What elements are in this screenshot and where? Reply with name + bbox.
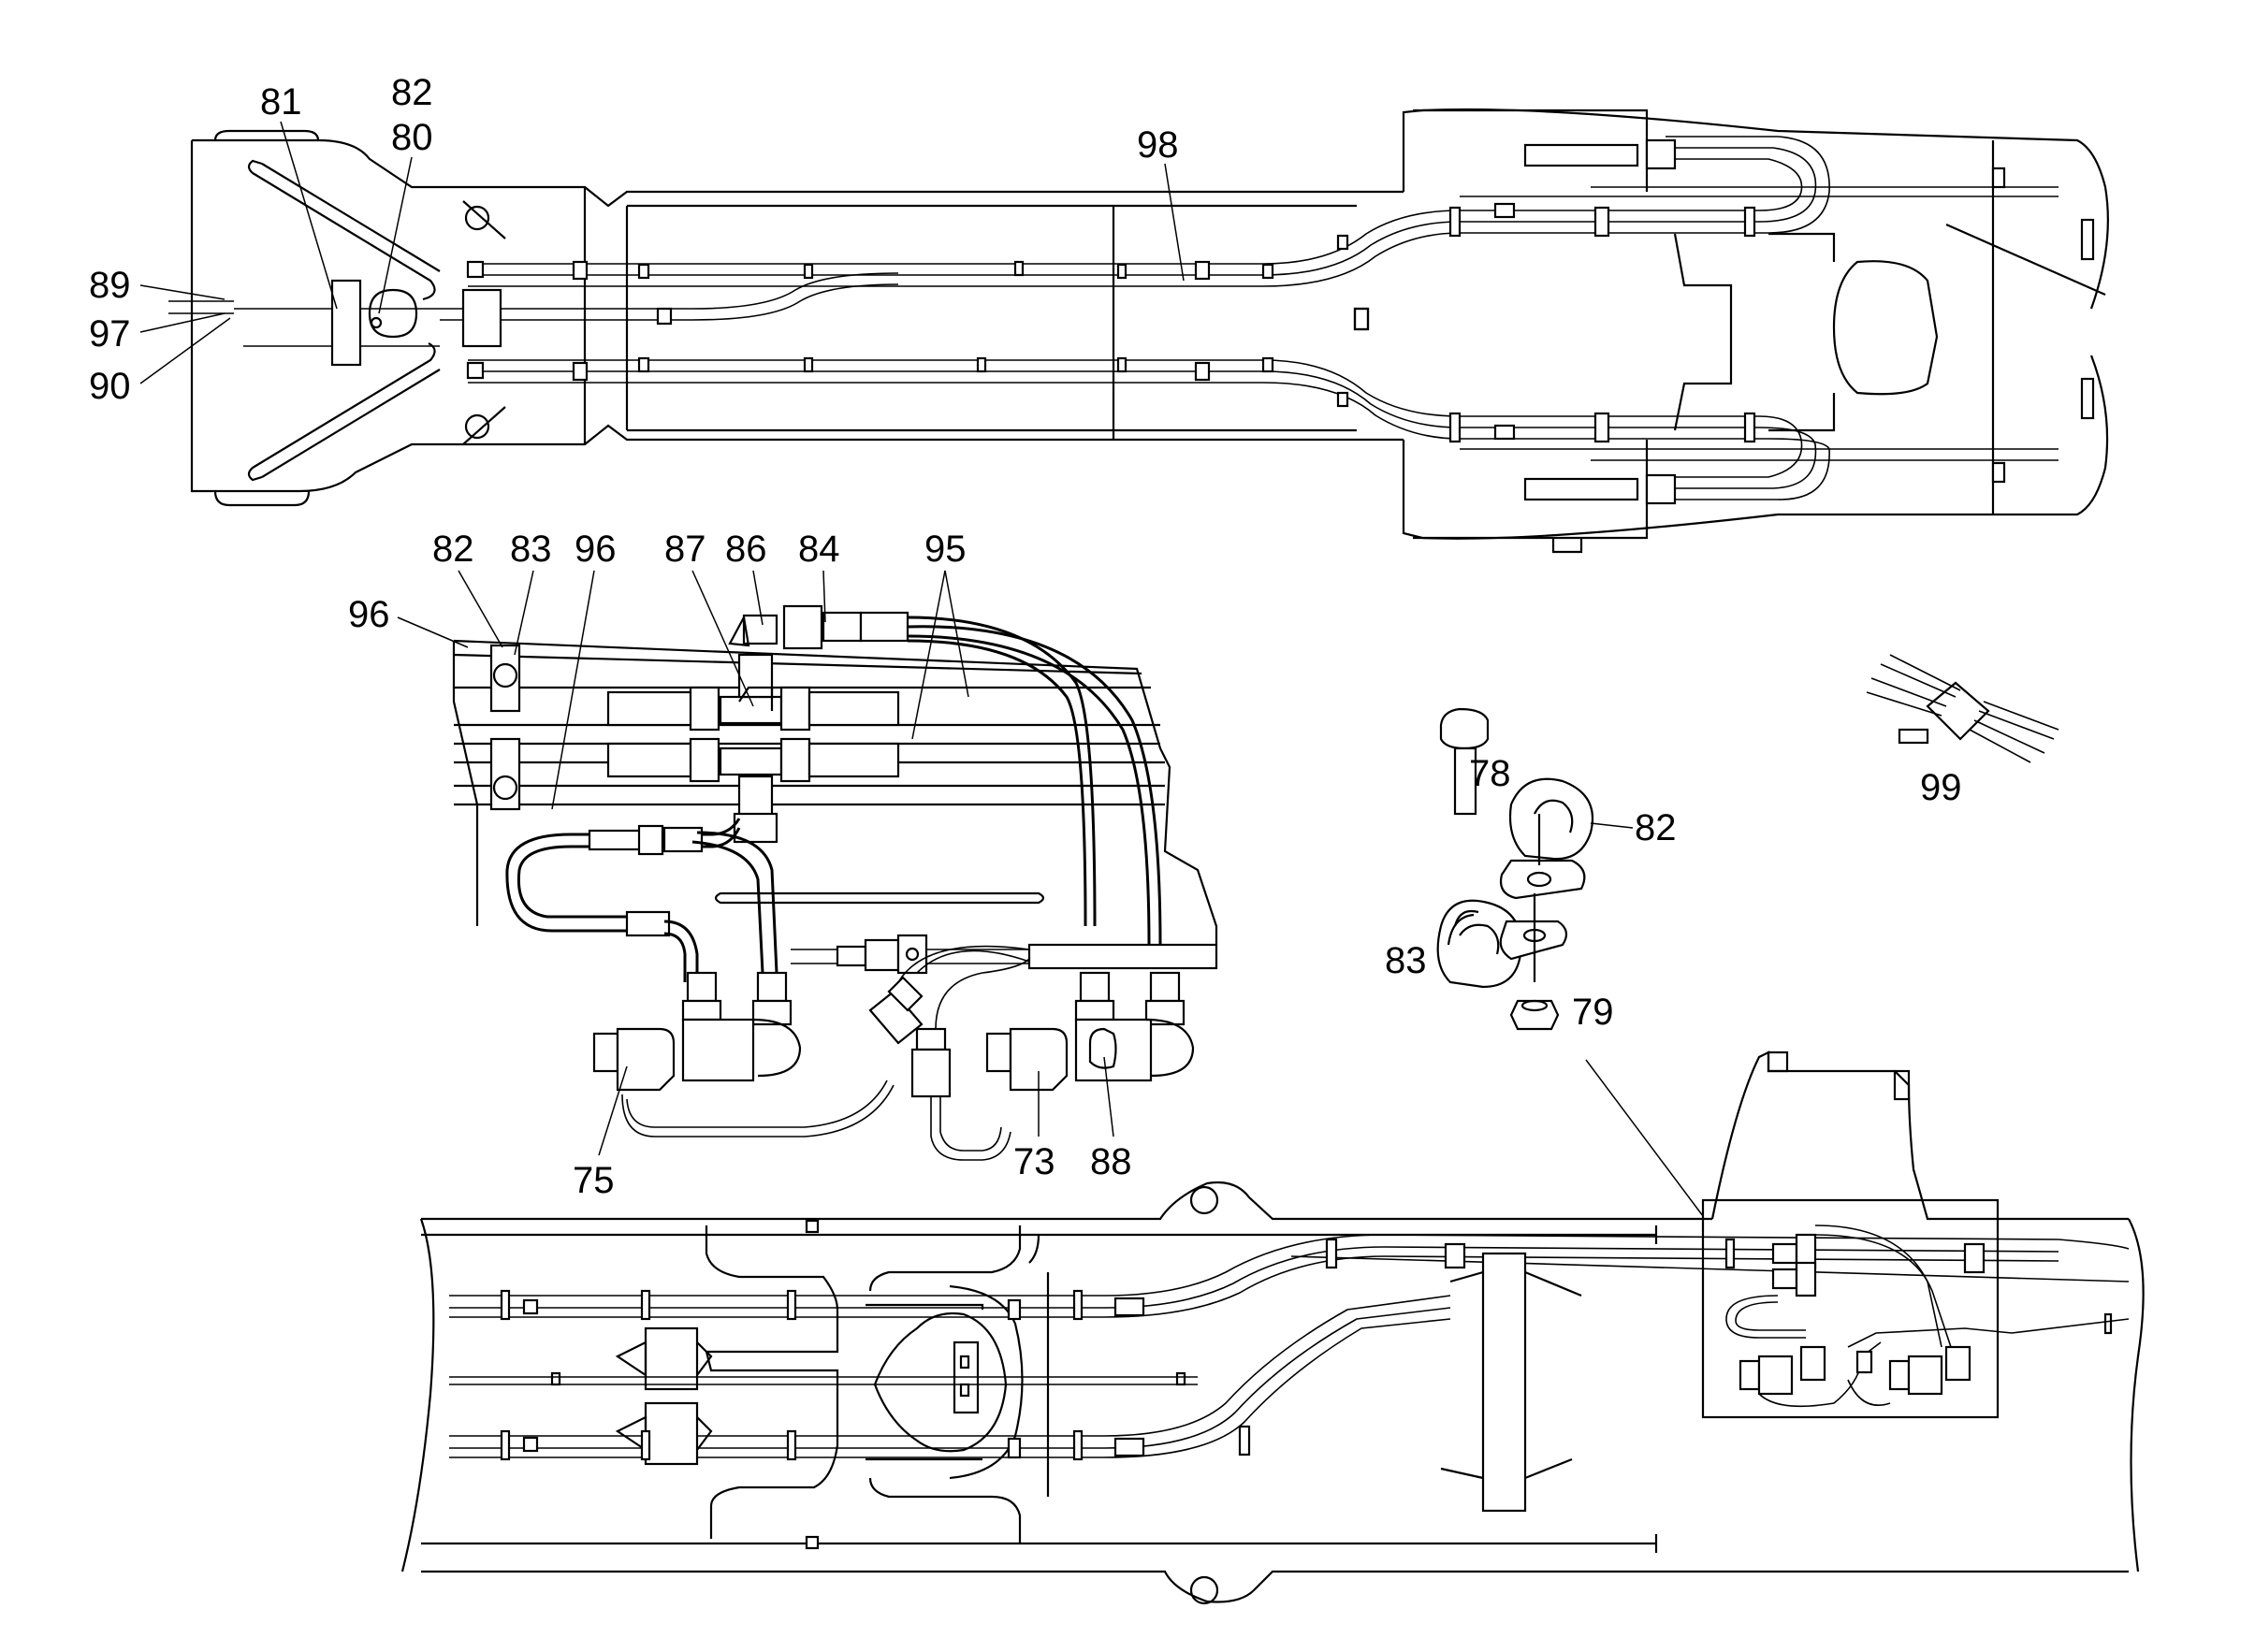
- callout-83-clamp: 83: [1385, 940, 1427, 981]
- callout-89: 89: [89, 265, 131, 306]
- callout-86: 86: [725, 529, 767, 570]
- callouts-detail: 82 83 96 96 87 86 84 95 75 73 88: [348, 529, 1132, 1201]
- callout-95: 95: [924, 529, 967, 570]
- connector-block-99: 99: [1866, 654, 2059, 808]
- callout-75: 75: [573, 1160, 615, 1201]
- callout-82: 82: [391, 72, 433, 113]
- callout-88: 88: [1090, 1141, 1132, 1182]
- callouts-clamp: 78 82 83 79: [1385, 753, 1677, 1033]
- callout-78: 78: [1469, 753, 1511, 794]
- callout-80: 80: [391, 117, 433, 158]
- callout-82-clamp: 82: [1635, 807, 1677, 848]
- callout-98: 98: [1137, 124, 1179, 166]
- callout-79: 79: [1572, 992, 1614, 1033]
- callout-73: 73: [1013, 1141, 1055, 1182]
- callouts-top-view: 81 82 80 89 97 90 98: [89, 72, 1185, 407]
- callout-83-detail: 83: [510, 529, 552, 570]
- callout-90: 90: [89, 366, 131, 407]
- chassis-hose-clamps: [500, 1219, 2113, 1550]
- callout-96-detail-b: 96: [348, 594, 390, 635]
- detail-valve-block: [452, 604, 1218, 1161]
- clamp-assembly: [1436, 707, 1594, 1031]
- detail-box-region: [1701, 1198, 2000, 1419]
- callout-84: 84: [798, 529, 840, 570]
- top-view-frame: [168, 108, 2109, 554]
- callout-99: 99: [1920, 767, 1962, 808]
- bottom-view-chassis: [400, 1051, 2145, 1605]
- callout-97: 97: [89, 313, 131, 355]
- hose-clamps: [466, 167, 2006, 484]
- callout-82-detail: 82: [432, 529, 474, 570]
- callout-81: 81: [260, 81, 302, 123]
- callout-96-detail-a: 96: [575, 529, 617, 570]
- callout-87: 87: [664, 529, 706, 570]
